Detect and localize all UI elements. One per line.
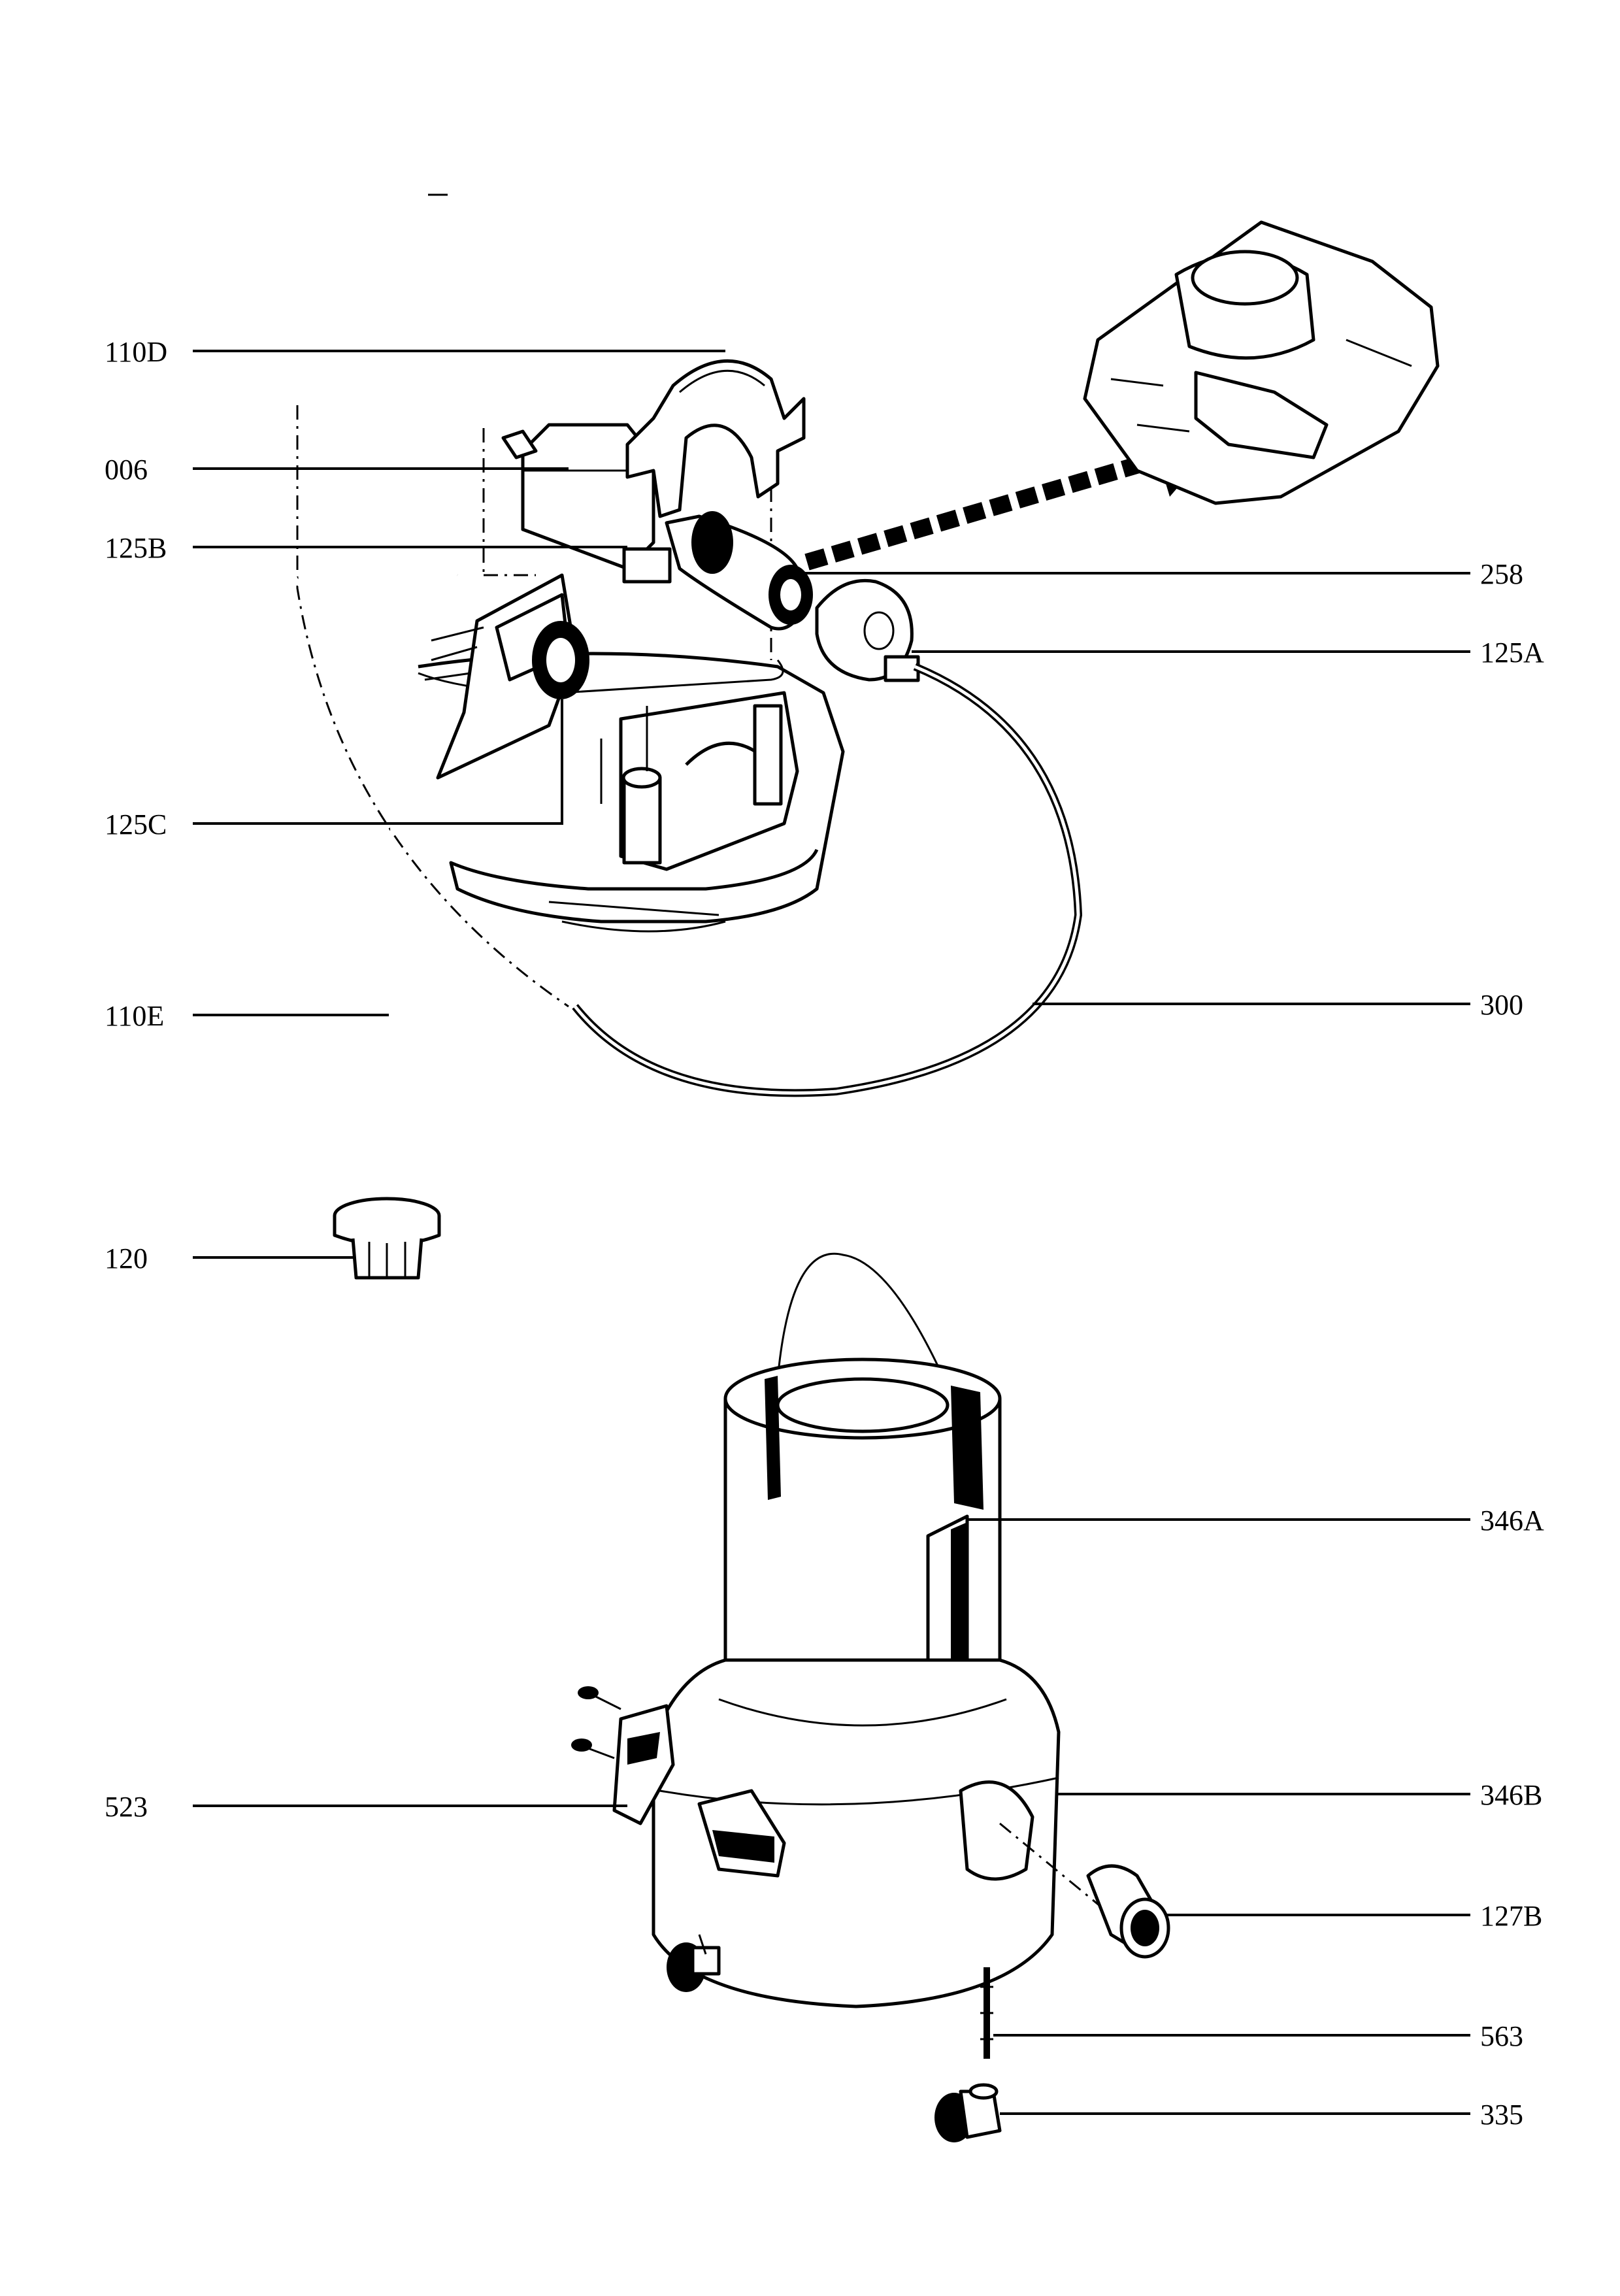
clip-arch-inner [679,369,765,393]
shaft-end-bore [780,579,801,610]
nozzle [501,429,538,459]
base-port [959,1780,1034,1881]
label-110E: 110E [105,1000,164,1032]
caster-left [667,1934,721,1992]
cylinder-inner [776,1377,950,1433]
cap-fitting [884,655,920,682]
inset-cylinder-top [1191,250,1299,306]
leader-125C [193,699,563,825]
cylinder-window-shade [951,1523,966,1693]
label-125B: 125B [105,532,167,564]
support-post-top [621,767,662,789]
upper-assembly [281,220,1440,1280]
part-labels: 110D 006 125B 258 125A 125C 300 110E 120… [105,336,1544,2131]
inset-plate [1083,220,1440,505]
label-110D: 110D [105,336,167,368]
screw-top [578,1686,621,1710]
seal-ring-hole [546,638,575,682]
label-563: 563 [1480,2020,1523,2052]
lower-assembly [571,1252,1170,2142]
label-127B: 127B [1480,1900,1542,1932]
handle-wire [776,1252,942,1380]
leader-lines [193,350,1470,2115]
bracket-523-shade [627,1732,660,1765]
cap-bore [863,611,895,650]
tube-110E-inner [281,520,458,1216]
label-523: 523 [105,1791,148,1823]
base-346B [652,1658,1061,2008]
label-125A: 125A [1480,637,1544,669]
screw-bottom [571,1739,615,1759]
motor-block-006 [521,423,655,571]
assembly-outline-2 [482,428,536,576]
label-006: 006 [105,454,148,486]
cylinder-slot-left [765,1376,781,1500]
clip-110D [625,359,806,518]
label-258: 258 [1480,558,1523,590]
housing-ridge [548,901,726,933]
label-120: 120 [105,1242,148,1274]
base-recess-shade [712,1830,774,1863]
shaft-collar [691,511,733,574]
cylinder-slot-right [951,1386,984,1510]
caster-335 [934,2083,1002,2142]
plug-127B [1086,1864,1170,1959]
port-centerline [999,1822,1112,1916]
support-post-right [753,704,783,806]
pin-563 [980,1967,993,2059]
label-300: 300 [1480,989,1523,1021]
tube-110E-outer [282,521,458,1216]
bracket-hatching [424,626,484,681]
float-120 [333,1197,441,1280]
hose-300-inner [574,665,1080,1095]
inset-assembly [1083,220,1440,505]
label-346B: 346B [1480,1779,1542,1811]
label-335: 335 [1480,2099,1523,2131]
base-collar [718,1698,1007,1727]
inset-valve [1194,371,1329,459]
label-346A: 346A [1480,1505,1544,1537]
assembly-outline [296,405,569,1008]
label-125C: 125C [105,808,167,840]
inset-detail [1110,339,1412,433]
block-125B [622,547,672,584]
support-post [622,776,662,865]
